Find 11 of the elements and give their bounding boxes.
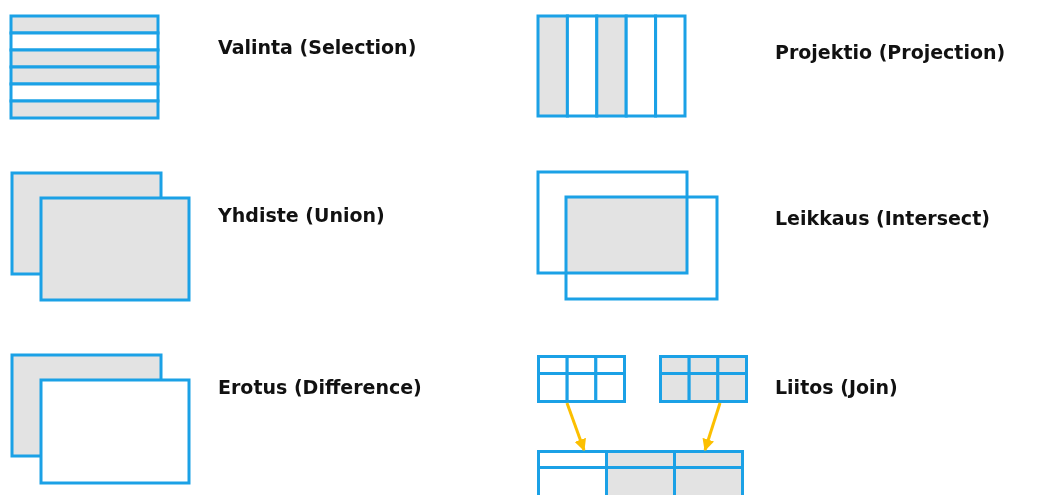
operation-label: Yhdiste (Union) [218,204,385,226]
operation-label: Liitos (Join) [775,376,898,398]
operation-label: Leikkaus (Intersect) [775,207,990,229]
arrow [702,402,722,452]
operation-label: Erotus (Difference) [218,376,422,398]
arrow [565,402,586,452]
table-icon [537,355,626,403]
table-icon [659,355,748,403]
table-icon [537,450,744,495]
operation-label: Projektio (Projection) [775,41,1006,63]
operation-label: Valinta (Selection) [218,36,417,58]
